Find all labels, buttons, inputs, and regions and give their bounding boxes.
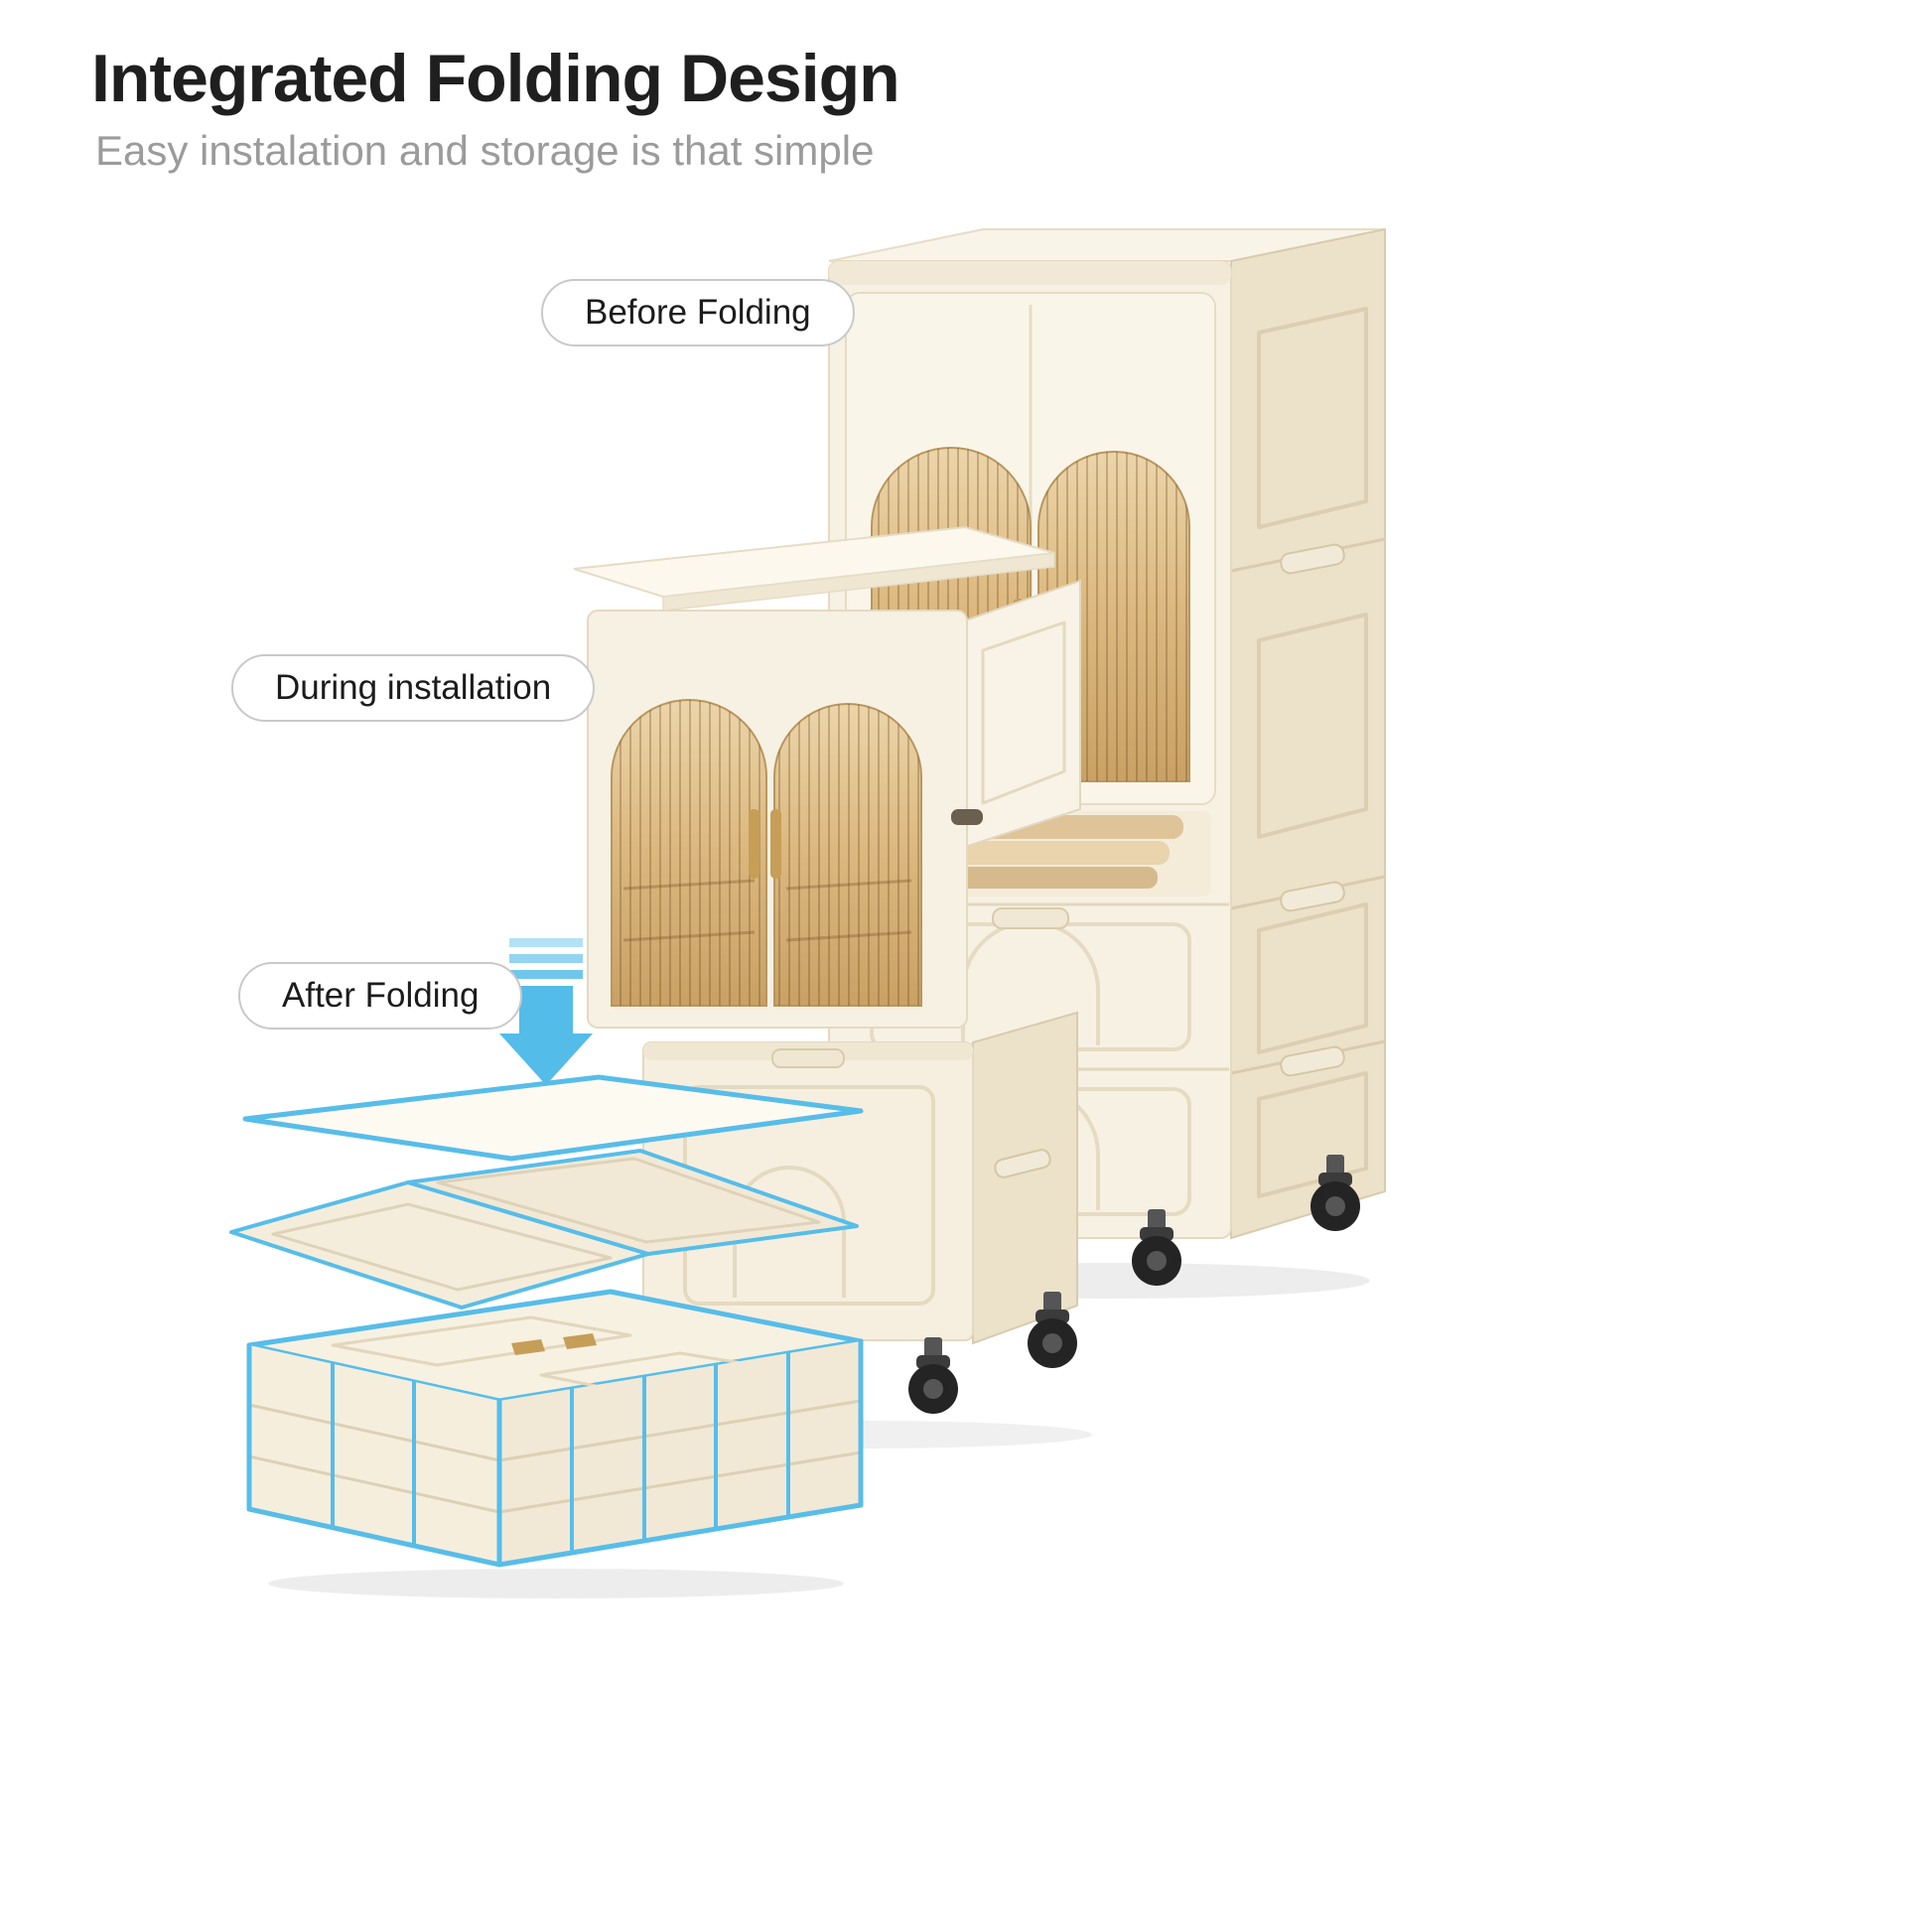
cabinet-side-face [1230, 227, 1386, 1240]
callout-during-installation: During installation [231, 654, 596, 722]
edge-latch [951, 809, 983, 825]
wireframe-cage [246, 1338, 864, 1568]
glass-door-right [773, 703, 922, 1007]
down-arrow-icon [499, 938, 593, 1085]
hinge-fitting [511, 1339, 545, 1355]
top-lid-strip [829, 261, 1231, 285]
callout-before-folding: Before Folding [541, 279, 855, 346]
open-side-panel [964, 579, 1081, 849]
folded-base [246, 1289, 864, 1568]
hinge-fitting [563, 1333, 597, 1349]
page-subtitle: Easy instalation and storage is that sim… [95, 127, 875, 174]
callout-after-folding-label: After Folding [282, 976, 480, 1015]
detached-lid [573, 525, 1055, 612]
page-title: Integrated Folding Design [91, 41, 900, 116]
callout-during-installation-label: During installation [275, 668, 552, 707]
front-latch-clip [771, 1048, 845, 1068]
side-latch-clip [1280, 881, 1345, 912]
floor-shadow [268, 1569, 844, 1598]
folded-lid-panel [242, 1074, 864, 1162]
door-handle-right [770, 809, 781, 879]
door-handle-left [749, 809, 759, 879]
side-latch-clip [1280, 543, 1345, 575]
callout-after-folding: After Folding [238, 962, 523, 1030]
open-flap-right [406, 1149, 859, 1256]
glass-door-left [611, 699, 767, 1007]
caster-wheel [908, 1337, 958, 1414]
cabinet-during-installation [573, 525, 1092, 1449]
side-latch-clip [1280, 1045, 1345, 1077]
callout-before-folding-label: Before Folding [585, 293, 811, 332]
cabinet-after-folding [229, 1074, 864, 1598]
cabinet-body [587, 610, 983, 1029]
front-latch-clip [992, 907, 1069, 929]
side-latch-clip [994, 1149, 1051, 1178]
